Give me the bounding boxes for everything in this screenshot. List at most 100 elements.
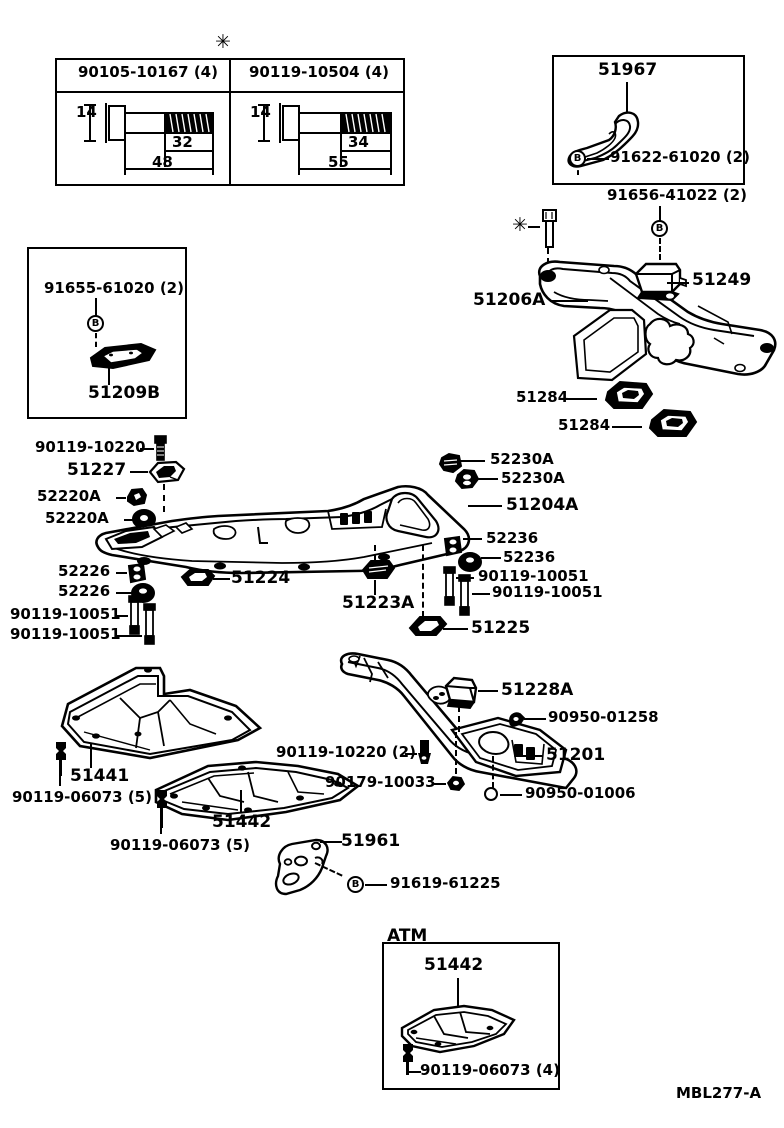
art-bolt-90119-10051-d2	[458, 574, 471, 616]
art-bolt-90119-10051-b2	[143, 603, 156, 645]
label-91622-61020: 91622-61020 (2)	[610, 148, 750, 166]
dash-51225	[422, 545, 424, 617]
leader-51227	[130, 471, 148, 473]
label-51284-1: 51284	[516, 388, 569, 406]
label-atm-90119-06073: 90119-06073 (4)	[420, 1061, 560, 1079]
leader-90950-01006	[500, 794, 522, 796]
label-atm-51442: 51442	[424, 955, 484, 975]
label-51249: 51249	[692, 270, 752, 290]
label-91656-41022: 91656-41022 (2)	[607, 186, 747, 204]
label-90119-10220-lower: 90119-10220 (2)	[276, 743, 416, 761]
bolt-1-total-len: 48	[152, 153, 173, 171]
label-52236-2: 52236	[503, 548, 556, 566]
label-90119-10051-d2: 90119-10051	[492, 583, 603, 601]
bolt-drawing-1	[84, 103, 214, 175]
art-51201-member	[339, 652, 578, 790]
bolt-2-head-dim: 14	[250, 103, 271, 121]
art-atm-51442-shield	[400, 1004, 516, 1054]
leader-90119-06073-right	[160, 818, 162, 834]
leader-91656	[659, 206, 661, 221]
art-52236-1	[443, 535, 463, 557]
dash-90179-10033	[455, 732, 457, 774]
leader-51284-1	[567, 398, 597, 400]
leader-atm-51442	[457, 978, 459, 1008]
art-bolt-90119-10051-d1	[443, 566, 456, 606]
leader-90119-10220-top	[140, 448, 154, 450]
label-51204A: 51204A	[506, 495, 579, 515]
art-clip-90950-01258	[509, 712, 526, 727]
star-marker-table: ✳	[215, 31, 231, 53]
leader-91622	[587, 158, 609, 160]
bolt-marker-91655: B	[87, 315, 104, 332]
dash-90950-01006	[492, 756, 494, 788]
art-atm-bolt	[403, 1044, 413, 1075]
leader-51961	[320, 841, 342, 843]
label-51961: 51961	[341, 831, 401, 851]
art-51442-shield	[154, 760, 361, 822]
art-bolt-90119-10220-lower	[418, 740, 431, 764]
dash-51228A	[458, 706, 460, 732]
box-51209B	[27, 247, 187, 419]
leader-91619-61225	[365, 884, 387, 886]
label-51206A: 51206A	[473, 290, 546, 310]
art-51228A-stopper	[444, 676, 478, 709]
dash-51223A-upper	[374, 545, 376, 561]
leader-90119-10051-b1	[116, 615, 128, 617]
bolt-marker-91622: B	[569, 150, 586, 167]
dash-bolt-51206	[547, 248, 549, 264]
label-90179-10033: 90179-10033	[325, 773, 436, 791]
art-51961-bracket	[274, 838, 329, 896]
label-51441: 51441	[70, 766, 130, 786]
leader-51225	[443, 628, 468, 630]
table-divider	[229, 58, 231, 186]
art-51225-pad	[408, 616, 448, 636]
label-90950-01258: 90950-01258	[548, 708, 659, 726]
leader-90179-10033	[432, 783, 446, 785]
art-51249-bracket	[634, 262, 687, 302]
label-51284-2: 51284	[558, 416, 611, 434]
box-atm	[382, 942, 560, 1090]
dash-91622	[577, 162, 579, 175]
art-51441-shield	[60, 666, 263, 760]
art-52220A-1	[127, 487, 148, 507]
art-51204a-crossmember	[95, 484, 471, 575]
clip-marker-90950-01006	[484, 787, 498, 801]
bolt-spec-partnumber-1: 90105-10167 (4)	[78, 63, 218, 81]
art-51284-cushion-1	[604, 380, 654, 409]
leader-90119-06073-left	[59, 768, 61, 786]
bolt-marker-91619: B	[347, 876, 364, 893]
art-51209B-plate	[89, 342, 157, 370]
label-51225: 51225	[471, 618, 531, 638]
leader-52236-1	[463, 538, 482, 540]
leader-51442-lower	[240, 790, 242, 812]
label-90950-01006: 90950-01006	[525, 784, 636, 802]
label-90119-10051-d1: 90119-10051	[478, 567, 589, 585]
art-51967-bracket	[567, 111, 640, 168]
label-90119-10220-top: 90119-10220	[35, 438, 146, 456]
dash-91655	[95, 333, 97, 347]
art-51206a-crossmember	[537, 260, 777, 382]
art-52230A-2	[454, 468, 480, 490]
leader-atm-bolt	[409, 1071, 421, 1073]
bolt-1-thread-len: 32	[172, 133, 193, 151]
art-51284-cushion-2	[648, 408, 698, 437]
label-90119-06073-left: 90119-06073 (5)	[12, 788, 152, 806]
leader-52220A-1	[116, 497, 126, 499]
leader-51206A	[550, 300, 588, 302]
leader-51249	[667, 282, 689, 284]
label-90119-06073-right: 90119-06073 (5)	[110, 836, 250, 854]
art-52236-2	[458, 552, 482, 572]
leader-51441	[90, 744, 92, 768]
art-52226-2	[131, 583, 155, 603]
label-51227: 51227	[67, 460, 127, 480]
label-90119-10051-b1: 90119-10051	[10, 605, 121, 623]
diagram-code: MBL277-A	[676, 1084, 762, 1102]
leader-51209B	[108, 368, 110, 385]
dash-91656	[659, 238, 661, 260]
bolt-spec-partnumber-2: 90119-10504 (4)	[249, 63, 389, 81]
leader-51224	[213, 578, 230, 580]
label-52220A-1: 52220A	[37, 487, 101, 505]
leader-90950-01258	[524, 718, 546, 720]
art-52230A-1	[438, 452, 463, 474]
